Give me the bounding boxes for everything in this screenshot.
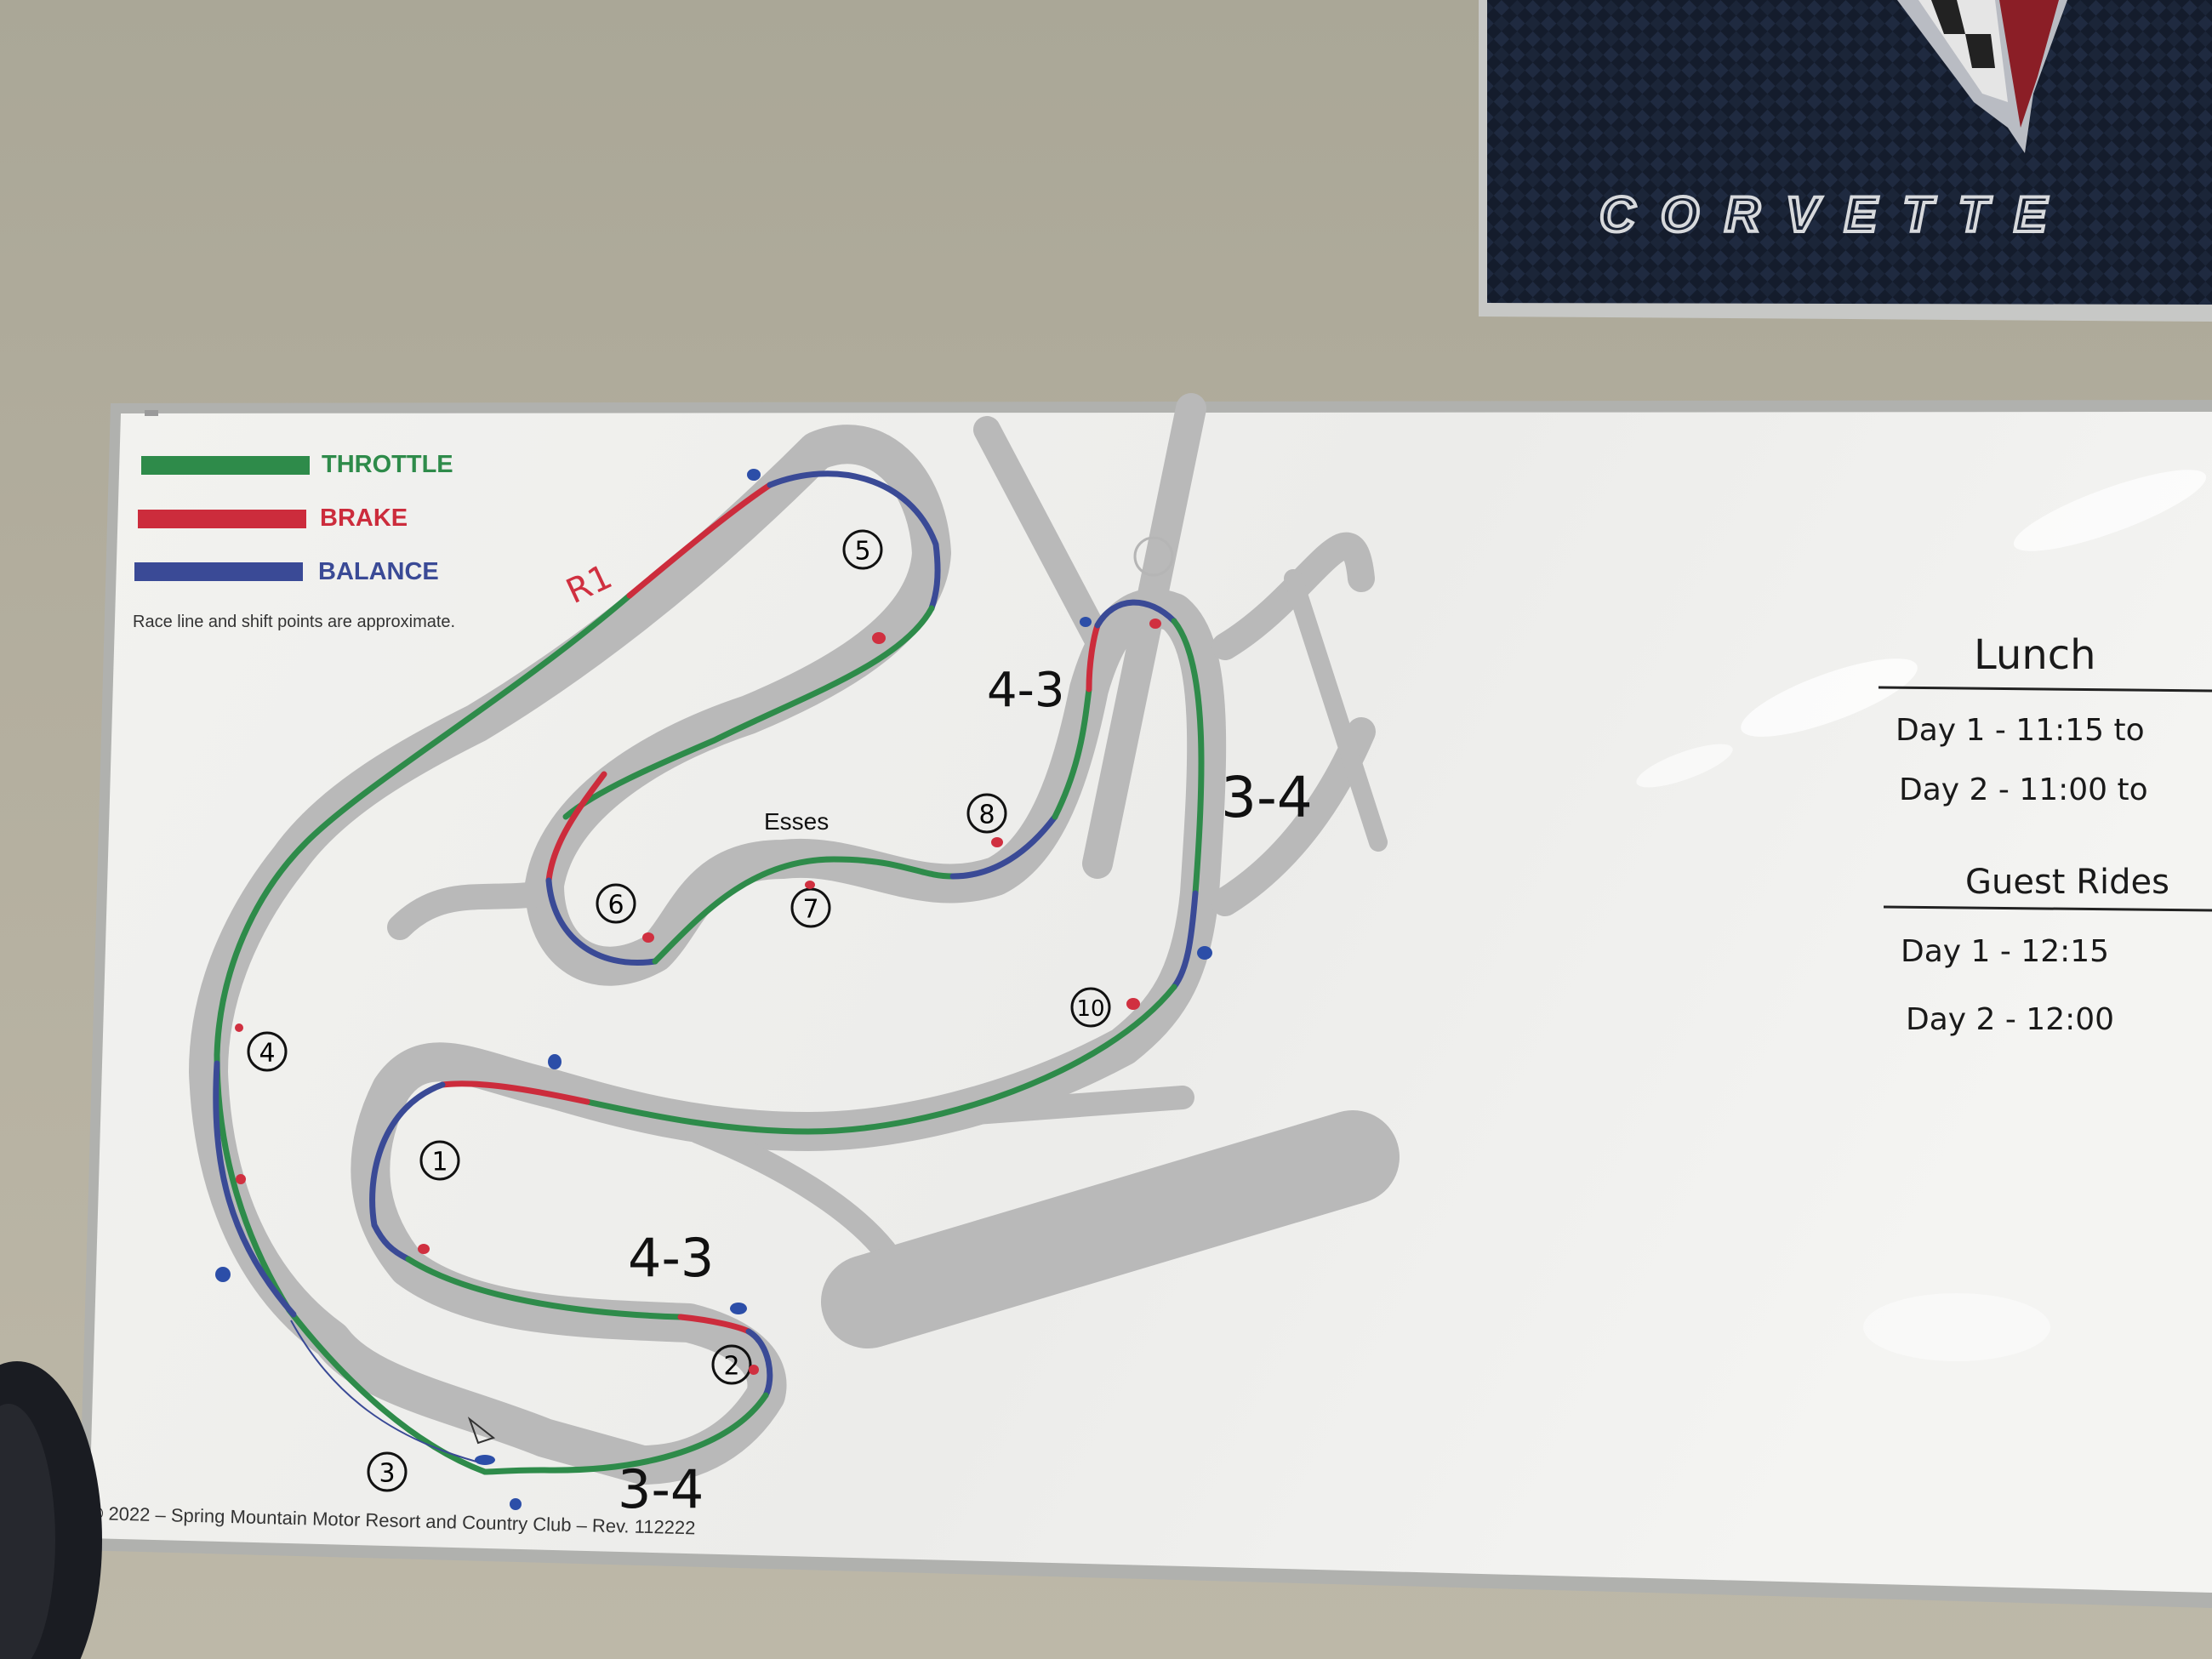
race-line-brake-t6 [545,771,607,884]
rides-divider [1883,905,2212,912]
legend-brake-label: BRAKE [320,505,408,532]
rides-day2: Day 2 - 12:00 [1906,1002,2114,1037]
corvette-logo-text: CORVETTE [1599,187,2072,242]
lunch-divider [1878,686,2212,693]
race-line-balance-t5 [767,470,941,612]
lunch-title: Lunch [1974,631,2096,679]
magnet-dots [215,469,1212,1510]
legend-brake-swatch [138,510,306,528]
gear-mark-t3: 3-4 [618,1458,704,1520]
lunch-day2: Day 2 - 11:00 to [1899,772,2148,807]
corvette-flag-emblem-icon [1897,0,2067,153]
schedule: Lunch Day 1 - 11:15 to Day 2 - 11:00 to … [1878,631,2212,1037]
turn-10-label: 10 [1076,996,1104,1022]
esses-label: Esses [764,808,829,835]
race-line-throttle-t2 [482,1392,769,1475]
race-line-throttle-t8 [1052,686,1092,820]
race-line-balance-t10 [1171,890,1199,990]
legend-throttle-label: THROTTLE [322,451,453,478]
track-surface [189,393,1400,1485]
gear-mark-back: 3-4 [1221,765,1313,830]
turn-9-marker [1133,536,1174,577]
legend-balance-swatch [134,562,303,581]
race-line-brake-t2 [677,1314,752,1335]
turn-3-label: 3 [379,1459,395,1489]
race-line-throttle-t5 [562,605,935,820]
race-line-brake [626,482,773,599]
turn-8-label: 8 [978,801,995,830]
gear-mark-t8: 4-3 [987,663,1064,718]
handwritten-annotations: 4-3 3-4 4-3 3-4 R1 [290,557,1313,1520]
legend-balance-label: BALANCE [318,558,439,585]
lunch-day1: Day 1 - 11:15 to [1896,713,2145,748]
race-line-brake-t1 [439,1080,590,1105]
race-line-balance-t9 [1094,599,1177,629]
turn-2-marker: 2 [711,1344,752,1385]
track-map: 1 2 3 4 5 6 7 [89,393,1400,1538]
legend-throttle-swatch [141,456,310,475]
turn-6-label: 6 [607,891,624,921]
turn-3-marker: 3 [367,1451,408,1492]
race-line-throttle-t1 [405,1256,684,1320]
race-line-balance-t6 [545,877,658,966]
race-line-throttle-back [1171,618,1205,897]
race-line-throttle-t10 [584,983,1177,1135]
corvette-poster: CORVETTE [1479,0,2212,322]
gear-mark-t2: 4-3 [628,1227,714,1289]
legend: THROTTLE BRAKE BALANCE Race line and shi… [133,451,455,631]
race-line-brake-t9 [1086,622,1101,693]
turn-5-marker: 5 [842,529,883,570]
race-line-balance-t1 [369,1081,446,1263]
turn-7-label: 7 [802,895,818,925]
cone-mark-icon [467,1417,496,1445]
turn-1-label: 1 [431,1148,448,1177]
legend-note: Race line and shift points are approxima… [133,613,455,631]
pen-line-t3 [290,1320,477,1462]
turn-5-label: 5 [854,537,870,567]
race-line-throttle [214,592,633,1475]
race-line-balance-t2 [745,1328,773,1399]
tire [0,1361,102,1659]
turn-7-marker: 7 [790,887,831,928]
guest-rides-title: Guest Rides [1965,863,2169,902]
turn-4-marker: 4 [247,1031,288,1072]
turn-8-marker: 8 [966,793,1007,834]
turn-1-marker: 1 [419,1140,460,1181]
turn-10-marker: 10 [1070,987,1111,1028]
turn-6-marker: 6 [596,883,636,924]
turn-markers: 1 2 3 4 5 6 7 [247,529,1174,1492]
rides-day1: Day 1 - 12:15 [1901,934,2109,969]
race-line-balance-t8 [949,813,1058,880]
turn-4-label: 4 [259,1039,275,1069]
race-line [213,470,1205,1475]
race-line-throttle-esses [652,856,956,965]
turn-2-label: 2 [723,1352,739,1382]
race-line-balance [213,1060,297,1318]
